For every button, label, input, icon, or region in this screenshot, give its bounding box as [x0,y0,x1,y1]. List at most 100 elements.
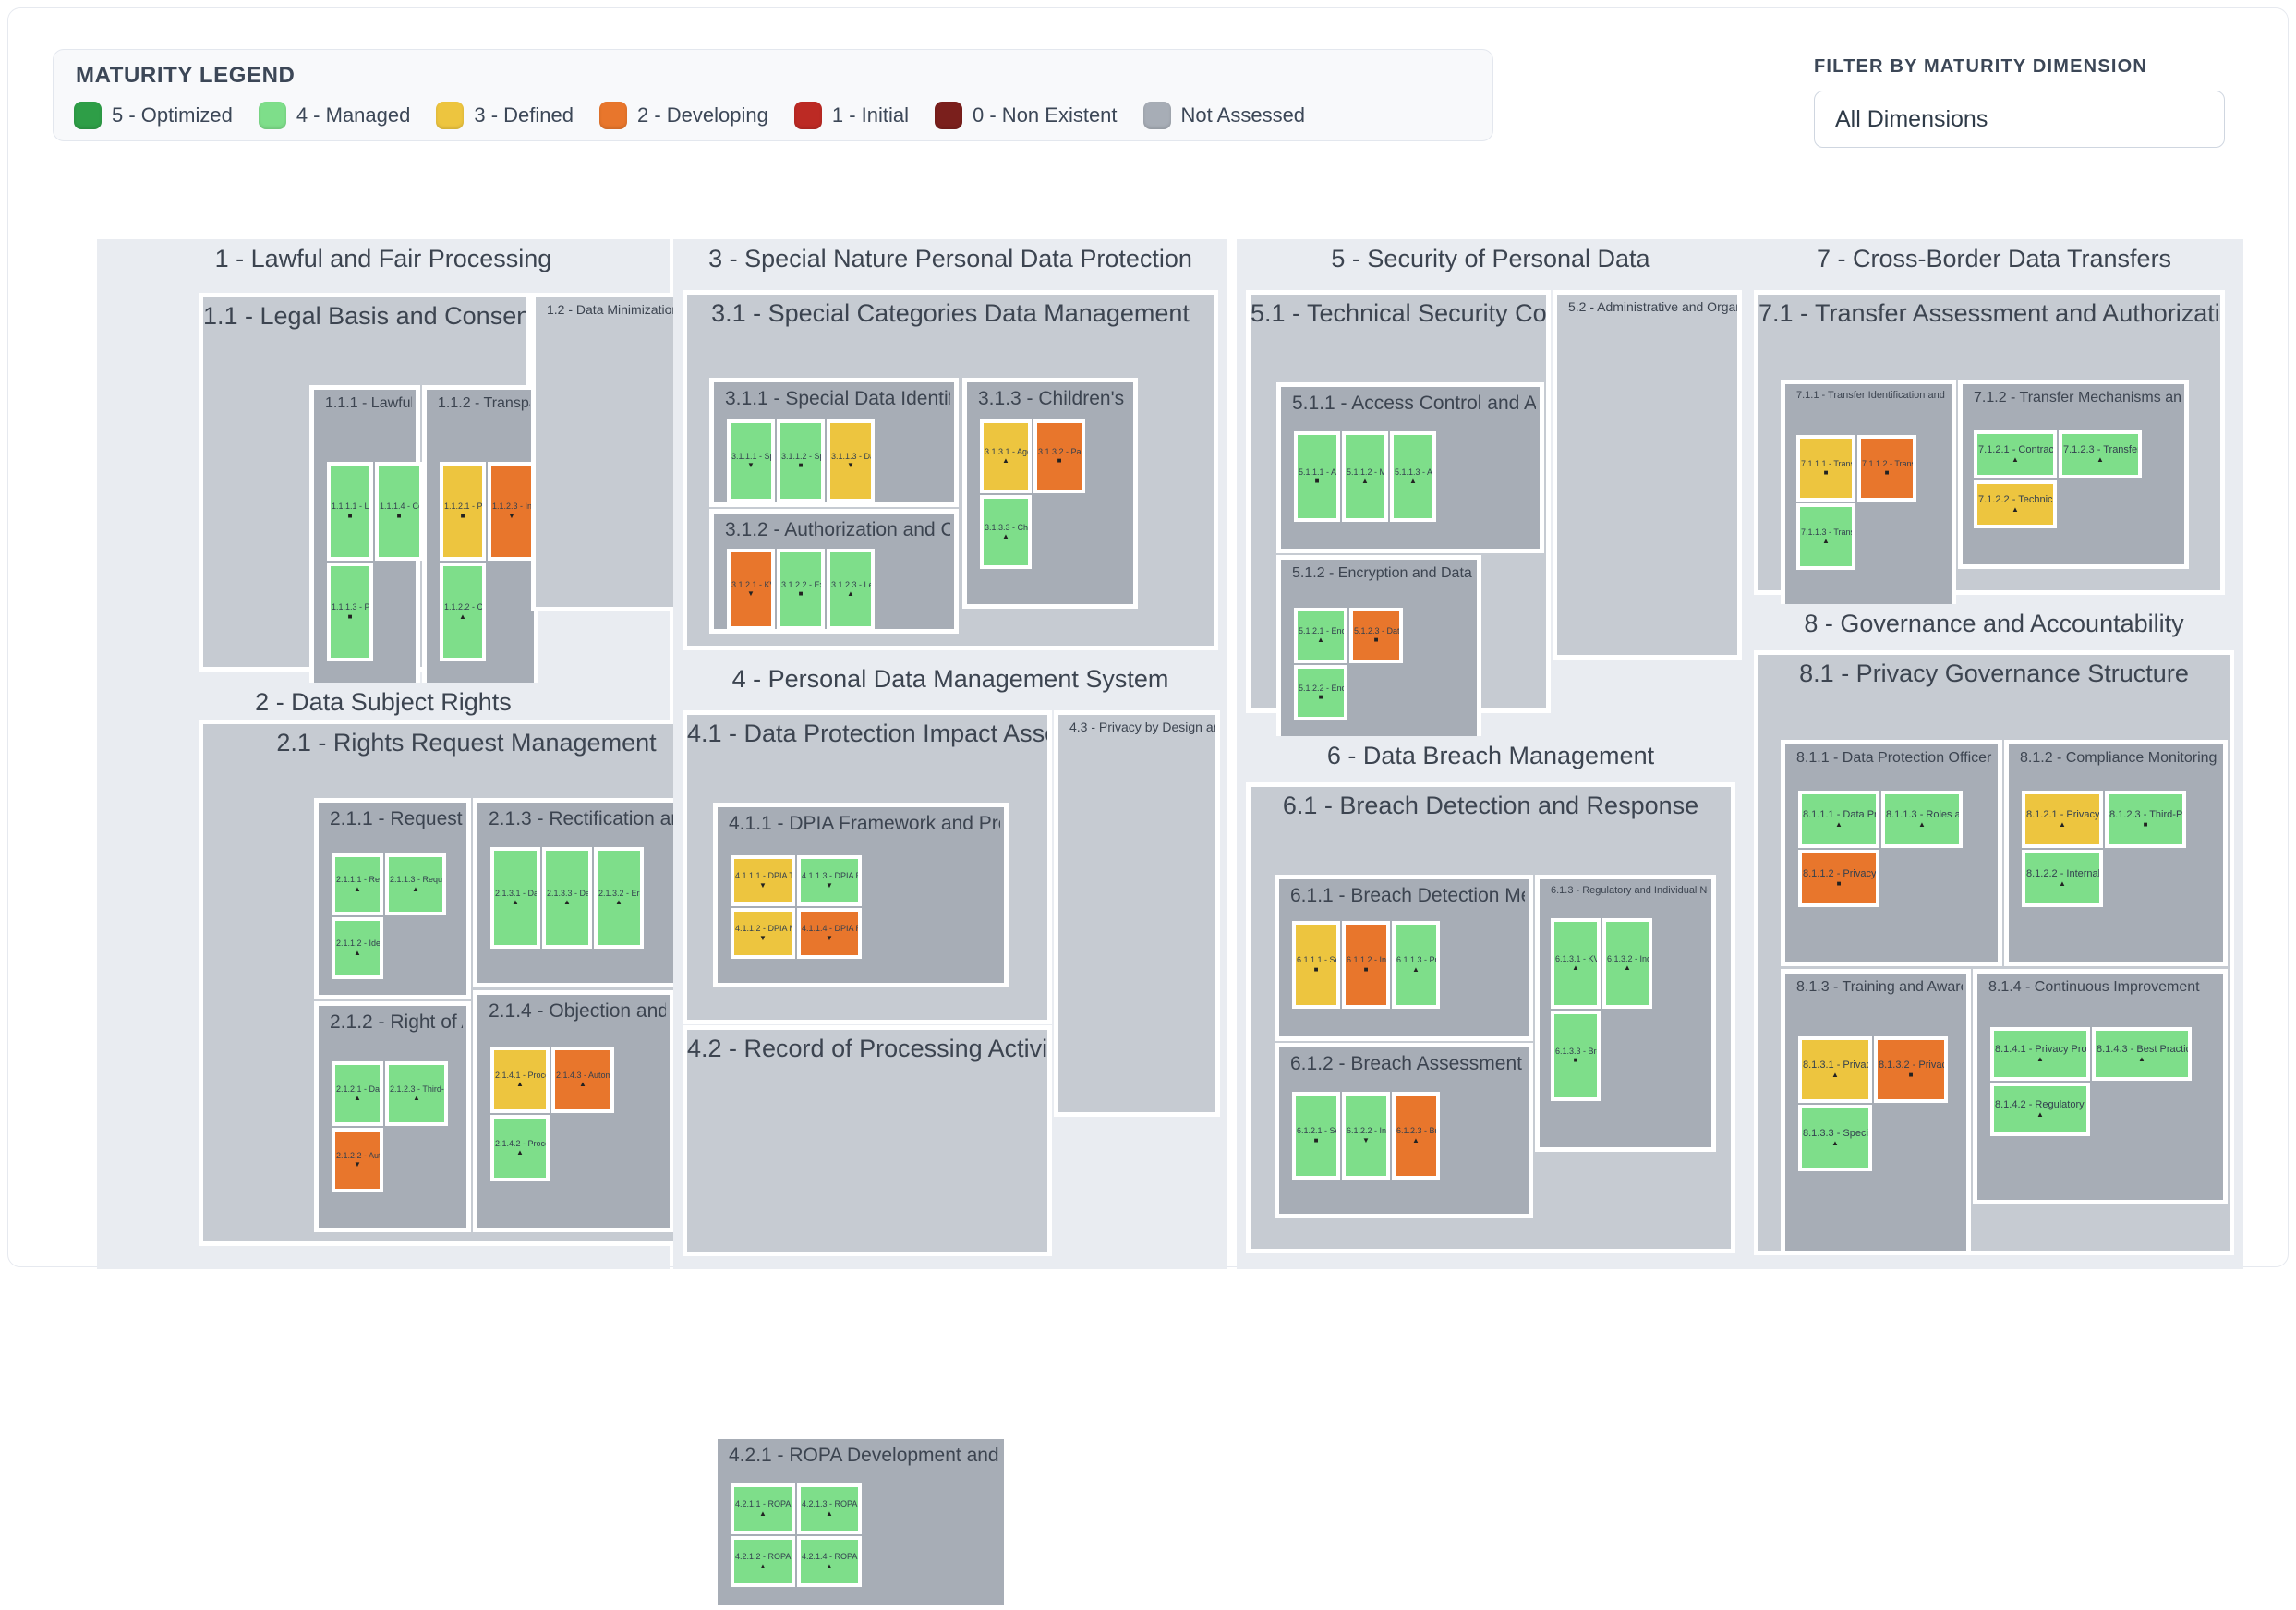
leaf-cell[interactable]: 4.2.1.2 - ROPA Data Collection Process▲ [731,1536,795,1587]
leaf-cell[interactable]: 3.1.3.3 - Child-Appropriate Processing▲ [980,495,1032,569]
leaf-cell[interactable]: 6.1.1.2 - Incident Reporting Mechanisms■ [1342,921,1390,1009]
leaf-cell[interactable]: 3.1.2.2 - Explicit Consent for Special D… [777,549,825,630]
leaf-cell[interactable]: 6.1.2.1 - Serious Damage Assessment■ [1292,1092,1340,1180]
leaf-cell[interactable]: 8.1.3.3 - Specialized Privacy Training▲ [1798,1105,1872,1171]
leaf-cell[interactable]: 8.1.3.1 - Privacy Training Program▲ [1798,1036,1872,1103]
leaf-cell[interactable]: 5.1.1.3 - Access Logging and Monitoring▲ [1390,431,1436,522]
leaf-cell[interactable]: 7.1.2.2 - Technical Transfer Safeguards▲ [1974,480,2057,528]
leaf-cell[interactable]: 4.1.1.2 - DPIA Methodology▼ [731,908,795,959]
leaf-cell[interactable]: 8.1.1.3 - Roles and Responsibilities▲ [1881,791,1963,848]
group-block[interactable]: 8.1.2 - Compliance Monitoring and Auditi… [2004,740,2228,966]
leaf-cell[interactable]: 6.1.1.1 - Security Monitoring■ [1292,921,1340,1009]
group-block[interactable]: 4.1.1 - DPIA Framework and Process4.1.1.… [713,803,1009,987]
subdimension-block[interactable]: 1.1 - Legal Basis and Consent Management… [199,293,538,713]
legend-item[interactable]: 4 - Managed [258,102,410,129]
group-block[interactable]: 8.1.3 - Training and Awareness8.1.3.1 - … [1781,969,1971,1255]
leaf-cell[interactable]: 8.1.4.3 - Best Practice Adoption▲ [2092,1027,2192,1081]
leaf-cell[interactable]: 6.1.2.3 - Breach Documentation▲ [1392,1092,1440,1180]
leaf-cell[interactable]: 4.2.1.4 - ROPA Availability and Accessib… [797,1536,862,1587]
leaf-cell[interactable]: 4.2.1.1 - ROPA Structure and Content▲ [731,1483,795,1534]
leaf-cell[interactable]: 2.1.2.2 - Automated Data Export▼ [332,1128,383,1192]
leaf-cell[interactable]: 2.1.4.3 - Automated Decision-Making Cont… [551,1047,614,1113]
subdimension-block[interactable]: 7.1 - Transfer Assessment and Authorizat… [1754,290,2225,611]
leaf-cell[interactable]: 5.1.2.1 - Encryption at Rest▲ [1294,608,1347,663]
leaf-cell[interactable]: 2.1.3.1 - Data Rectification Process▲ [490,847,540,949]
legend-item[interactable]: 5 - Optimized [74,102,233,129]
leaf-cell[interactable]: 7.1.1.1 - Transfer Mapping■ [1796,435,1855,502]
leaf-cell[interactable]: 7.1.2.3 - Transfer Monitoring and Review… [2059,430,2142,478]
legend-item[interactable]: 3 - Defined [436,102,574,129]
subdimension-block[interactable]: 4.1 - Data Protection Impact Assessment … [683,710,1052,1024]
group-block[interactable]: 7.1.2 - Transfer Mechanisms and Safeguar… [1958,380,2189,569]
group-block[interactable]: 6.1.3 - Regulatory and Individual Notifi… [1535,875,1716,1152]
leaf-cell[interactable]: 2.1.1.3 - Request Tracking System▲ [385,853,446,915]
dimension-select[interactable]: All Dimensions [1814,91,2225,148]
subdimension-block[interactable]: 3.1 - Special Categories Data Management… [683,290,1218,650]
leaf-cell[interactable]: 5.1.1.1 - Access Control Implementation■ [1294,431,1340,522]
leaf-cell[interactable]: 6.1.3.1 - KVKKK Notification Process▲ [1551,918,1601,1009]
leaf-cell[interactable]: 2.1.2.1 - Data Access Provision▲ [332,1061,383,1126]
leaf-cell[interactable]: 1.1.1.1 - Legal Basis Assessment■ [327,462,373,561]
leaf-cell[interactable]: 8.1.2.2 - Internal Privacy Audits▲ [2022,850,2103,907]
group-block[interactable]: 8.1.1 - Data Protection Officer and Lead… [1781,740,2002,966]
leaf-cell[interactable]: 4.1.1.4 - DPIA Review and Updates▼ [797,908,862,959]
group-block[interactable]: 6.1.2 - Breach Assessment and Classifica… [1275,1043,1533,1218]
leaf-cell[interactable]: 3.1.1.1 - Special Data Category Definiti… [727,419,775,502]
group-block[interactable]: 2.1.4 - Objection and Restriction Rights… [473,990,674,1232]
leaf-cell[interactable]: 2.1.4.2 - Processing Restriction Impleme… [490,1115,550,1181]
leaf-cell[interactable]: 2.1.4.1 - Processing Objection Handling▲ [490,1047,550,1113]
leaf-cell[interactable]: 8.1.4.1 - Privacy Program Reviews▲ [1990,1027,2090,1081]
leaf-cell[interactable]: 2.1.1.1 - Request Channel Establishment▲ [332,853,383,915]
group-block[interactable]: 6.1.1 - Breach Detection Mechanisms6.1.1… [1275,875,1533,1041]
leaf-cell[interactable]: 7.1.1.2 - Transfer Risk Assessment■ [1857,435,1916,502]
leaf-cell[interactable]: 3.1.2.3 - Legitimate Documentation Reten… [827,549,875,630]
leaf-cell[interactable]: 2.1.3.2 - Erasure Exception Management▲ [594,847,644,949]
group-block[interactable]: 3.1.1 - Special Data Identification and … [709,378,959,507]
group-block[interactable]: 1.1.1 - Lawful Processing Framework1.1.1… [309,385,423,713]
group-block[interactable]: 2.1.2 - Right of Access Implementation2.… [314,1001,471,1232]
leaf-cell[interactable]: 6.1.1.3 - Proactive Breach Notification▲ [1392,921,1440,1009]
leaf-cell[interactable]: 1.1.2.2 - Communication Accessibility▲ [440,563,486,661]
group-block[interactable]: 5.1.2 - Encryption and Data Protection5.… [1276,555,1481,768]
leaf-cell[interactable]: 7.1.2.1 - Contractual Safeguards▲ [1974,430,2057,478]
legend-item[interactable]: Not Assessed [1142,102,1305,129]
group-block[interactable]: 7.1.1 - Transfer Identification and Inve… [1781,380,1956,611]
leaf-cell[interactable]: 8.1.1.2 - Privacy Governance Committee■ [1798,850,1879,907]
leaf-cell[interactable]: 4.1.1.3 - DPIA Execution and Documentati… [797,855,862,906]
subdimension-block[interactable]: 4.3 - Privacy by Design and Default4.3.1… [1054,710,1601,1156]
leaf-cell[interactable]: 6.1.3.2 - Individual Notification Proces… [1602,918,1652,1009]
group-block[interactable]: 3.1.3 - Children's Data Protection3.1.3.… [962,378,1138,609]
leaf-cell[interactable]: 1.1.2.1 - Privacy Notice Development■ [440,462,486,561]
leaf-cell[interactable]: 8.1.4.2 - Regulatory Change Management▲ [1990,1083,2090,1136]
leaf-cell[interactable]: 3.1.3.1 - Age Verification Mechanisms▲ [980,419,1032,493]
group-block[interactable]: 1.1.2 - Transparency and Information Pro… [422,385,538,713]
leaf-cell[interactable]: 5.1.1.2 - Multi-Factor Authentication▲ [1342,431,1388,522]
leaf-cell[interactable]: 7.1.1.3 - Transfer Authorization▲ [1796,503,1855,570]
leaf-cell[interactable]: 6.1.2.2 - Incident Appraisal Documentati… [1342,1092,1390,1180]
leaf-cell[interactable]: 1.1.2.3 - Information Delivery Mechanism… [488,462,536,561]
leaf-cell[interactable]: 3.1.1.2 - Special Data Inventory■ [777,419,825,502]
leaf-cell[interactable]: 2.1.3.3 - Data Erasure Implementation▲ [542,847,592,949]
leaf-cell[interactable]: 5.1.2.2 - Encryption in Transit■ [1294,665,1347,720]
leaf-cell[interactable]: 3.1.3.2 - Parental Consent Management■ [1033,419,1085,493]
leaf-cell[interactable]: 4.2.1.3 - ROPA Update and Maintenance▲ [797,1483,862,1534]
subdimension-block[interactable]: 5.1 - Technical Security Controls5.1.1 -… [1246,290,1551,768]
leaf-cell[interactable]: 2.1.1.2 - Identity Verification Process▲ [332,917,383,979]
subdimension-block[interactable]: 5.2 - Administrative and Organizational … [1553,290,2054,660]
group-block[interactable]: 2.1.1 - Request Reception and Verificati… [314,798,471,999]
group-block[interactable]: 3.1.2 - Authorization and Consent for Sp… [709,509,959,634]
leaf-cell[interactable]: 3.1.2.1 - KVKK Authorization Process▼ [727,549,775,630]
leaf-cell[interactable]: 8.1.2.3 - Third-Party Assessments■ [2105,791,2186,848]
leaf-cell[interactable]: 3.1.1.3 - Data Classification Labeling▼ [827,419,875,502]
leaf-cell[interactable]: 8.1.2.1 - Privacy Compliance Monitoring▲ [2022,791,2103,848]
leaf-cell[interactable]: 1.1.1.3 - Processing Purpose Limitation■ [327,563,373,661]
